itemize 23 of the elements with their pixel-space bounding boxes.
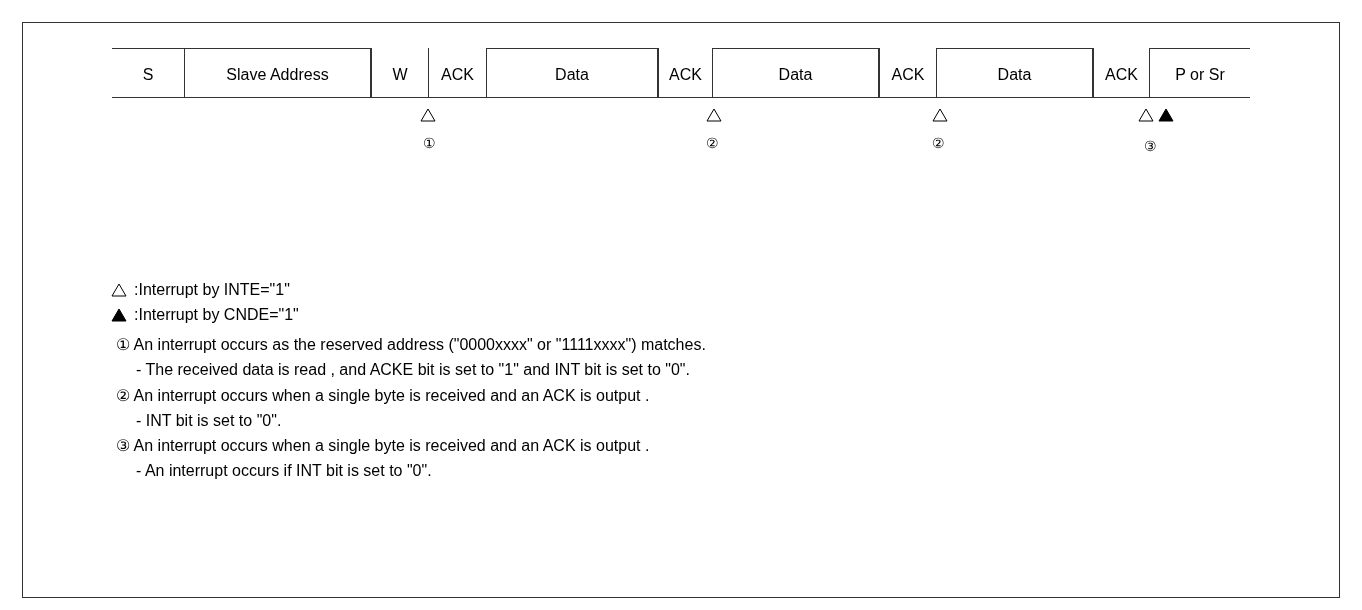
circled-number: ② bbox=[706, 134, 719, 153]
note-text: ② An interrupt occurs when a single byte is received and an ACK is output . bbox=[116, 386, 650, 406]
legend-text: :Interrupt by CNDE="1" bbox=[134, 305, 299, 325]
bit-field: ACK bbox=[658, 48, 712, 98]
note-text: - An interrupt occurs if INT bit is set to "0". bbox=[136, 461, 432, 481]
note-text: ① An interrupt occurs as the reserved address ("0000xxxx" or "1111xxxx") matches. bbox=[116, 335, 706, 355]
frame-field: Data bbox=[712, 48, 879, 98]
bit-field: ACK bbox=[428, 48, 486, 98]
circled-number: ② bbox=[932, 134, 945, 153]
frame-field: S bbox=[112, 48, 184, 98]
frame-field: Data bbox=[936, 48, 1093, 98]
frame-field: Slave Address bbox=[184, 48, 371, 98]
bit-field: W bbox=[371, 48, 428, 98]
circled-number: ① bbox=[423, 134, 436, 153]
note-text: - The received data is read , and ACKE bit is set to "1" and INT bit is set to "0". bbox=[136, 360, 690, 380]
note-text: - INT bit is set to "0". bbox=[136, 411, 282, 431]
note-text: ③ An interrupt occurs when a single byte is received and an ACK is output . bbox=[116, 436, 650, 456]
legend-text: :Interrupt by INTE="1" bbox=[134, 280, 290, 300]
frame-field: Data bbox=[486, 48, 658, 98]
bit-field: ACK bbox=[879, 48, 936, 98]
circled-number: ③ bbox=[1144, 137, 1157, 156]
bit-field: ACK bbox=[1093, 48, 1149, 98]
frame-field: P or Sr bbox=[1149, 48, 1250, 98]
